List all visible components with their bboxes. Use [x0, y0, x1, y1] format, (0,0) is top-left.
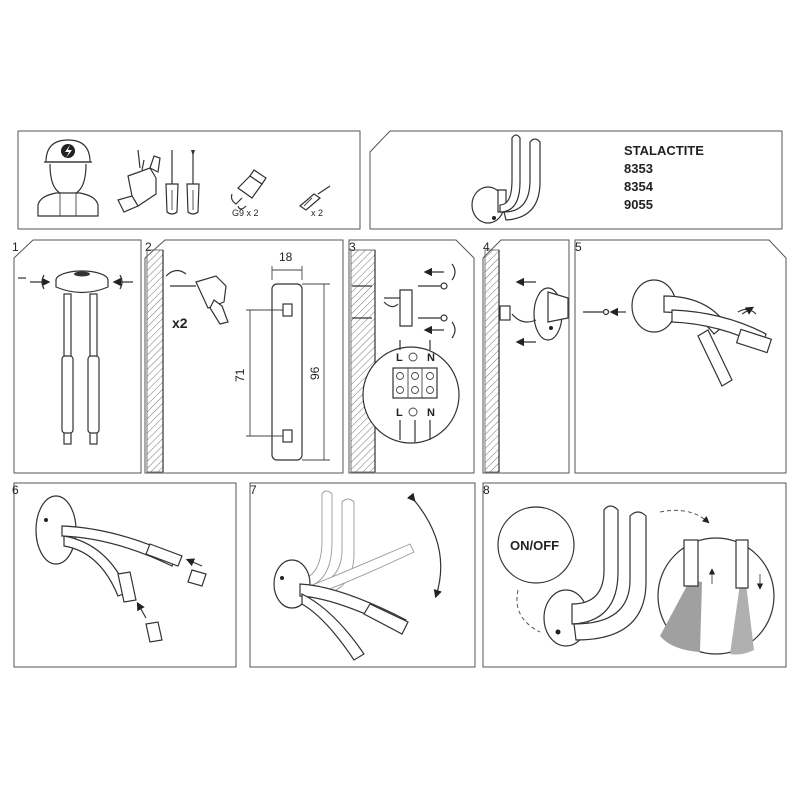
- step-3-panel: 3 L N L: [348, 239, 475, 474]
- wall-plug-icon: x 2: [299, 185, 331, 218]
- step-5-number: 5: [575, 240, 582, 254]
- installer-icon: [37, 139, 99, 217]
- screwdriver-icons: [165, 150, 200, 215]
- step-2-number: 2: [145, 240, 152, 254]
- step-6-panel: 6: [12, 482, 237, 668]
- height-dimension: 96: [308, 366, 322, 380]
- hole-count-label: x2: [172, 315, 188, 331]
- terminal-bottom-n: N: [427, 407, 435, 419]
- terminal-block: L N L N: [362, 340, 460, 444]
- terminal-bottom-l: L: [396, 407, 403, 419]
- product-code-3: 9055: [624, 197, 653, 212]
- bulb-label: G9 x 2: [232, 208, 259, 218]
- step-3-number: 3: [349, 240, 356, 254]
- product-code-2: 8354: [624, 179, 654, 194]
- product-code-1: 8353: [624, 161, 653, 176]
- on-off-callout: [497, 506, 575, 584]
- step-8-panel: 8 ON/OFF: [482, 482, 787, 668]
- step-1-panel: 1: [12, 239, 142, 474]
- g9-bulb-icon: G9 x 2: [230, 169, 267, 218]
- step-7-number: 7: [250, 483, 257, 497]
- step-7-panel: 7: [249, 482, 476, 668]
- step-4-number: 4: [483, 240, 490, 254]
- step-6-number: 6: [12, 483, 19, 497]
- hole-spacing-dimension: 71: [233, 368, 247, 382]
- step-1-number: 1: [12, 240, 19, 254]
- light-beam-callout: [657, 537, 775, 655]
- width-dimension: 18: [279, 250, 293, 264]
- on-off-label: ON/OFF: [510, 538, 559, 553]
- plug-label: x 2: [311, 208, 323, 218]
- product-panel: STALACTITE 8353 8354 9055: [369, 130, 783, 230]
- terminal-top-n: N: [427, 352, 435, 364]
- step-5-panel: 5: [574, 239, 787, 474]
- product-illustration: [471, 134, 541, 224]
- terminal-top-l: L: [396, 352, 403, 364]
- tools-panel: G9 x 2 x 2: [17, 130, 361, 230]
- step-8-number: 8: [483, 483, 490, 497]
- step-4-panel: 4: [482, 239, 570, 474]
- product-name: STALACTITE: [624, 143, 704, 158]
- unscrew-arrows: [18, 274, 133, 290]
- step-2-panel: 2 x2 18 71 96: [144, 239, 344, 474]
- drill-icon: [117, 149, 161, 213]
